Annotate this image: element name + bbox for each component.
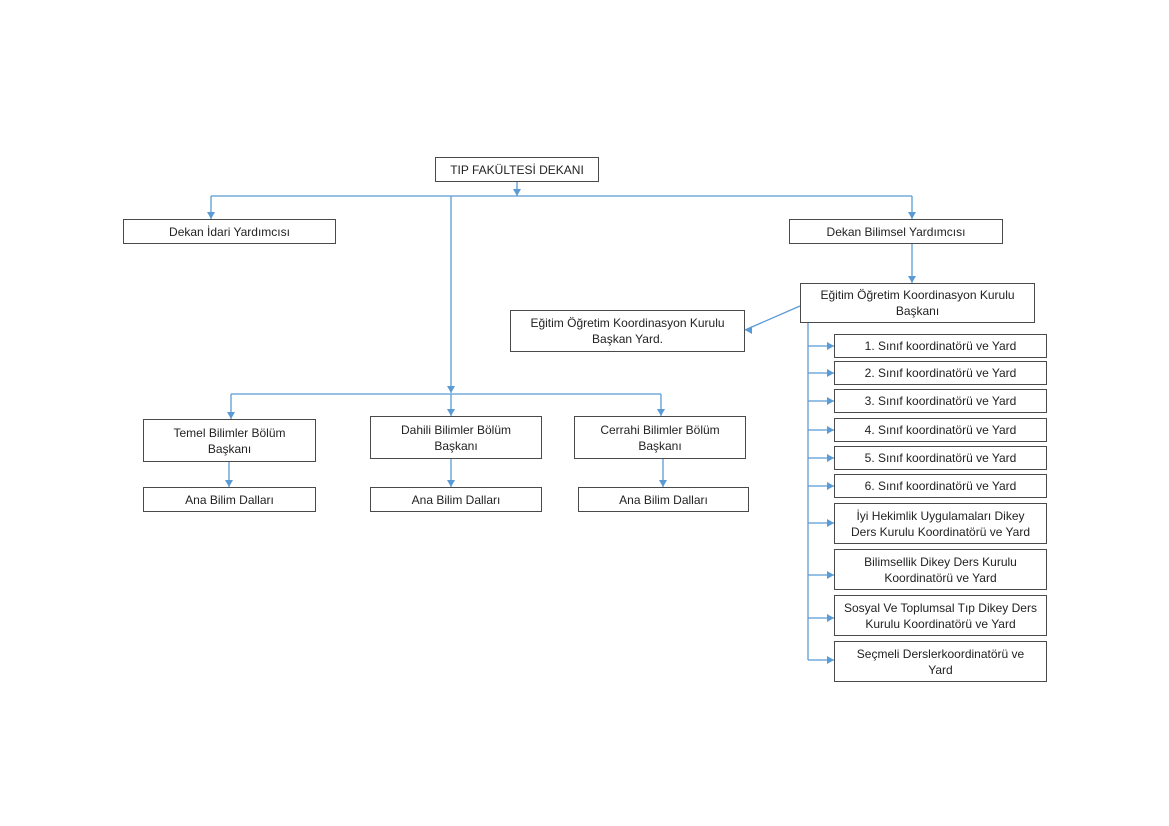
arrowhead bbox=[447, 409, 455, 416]
basic-sci-depts-box: Ana Bilim Dalları bbox=[143, 487, 316, 512]
arrowhead bbox=[659, 480, 667, 487]
coordinator-label: 3. Sınıf koordinatörü ve Yard bbox=[864, 394, 1017, 408]
surgical-sci-depts-label: Ana Bilim Dalları bbox=[619, 492, 708, 507]
internal-sci-head-box: Dahili Bilimler Bölüm Başkanı bbox=[370, 416, 542, 459]
arrowhead bbox=[908, 276, 916, 283]
basic-sci-head-box: Temel Bilimler Bölüm Başkanı bbox=[143, 419, 316, 462]
arrowhead bbox=[227, 412, 235, 419]
basic-sci-depts-label: Ana Bilim Dalları bbox=[185, 492, 274, 507]
coordinator-box: Bilimsellik Dikey Ders Kurulu Koordinatö… bbox=[834, 549, 1047, 590]
arrowhead bbox=[745, 326, 752, 334]
arrowhead bbox=[908, 212, 916, 219]
admin-vice-dean-box: Dekan İdari Yardımcısı bbox=[123, 219, 336, 244]
edu-board-head-box: Eğitim Öğretim Koordinasyon Kurulu Başka… bbox=[800, 283, 1035, 323]
science-vice-dean-box: Dekan Bilimsel Yardımcısı bbox=[789, 219, 1003, 244]
arrowhead bbox=[827, 426, 834, 434]
arrowhead bbox=[447, 480, 455, 487]
coordinator-box: Seçmeli Derslerkoordinatörü ve Yard bbox=[834, 641, 1047, 682]
arrowhead bbox=[827, 342, 834, 350]
basic-sci-head-label: Temel Bilimler Bölüm Başkanı bbox=[173, 425, 286, 456]
arrowhead bbox=[827, 614, 834, 622]
edu-board-vice-label: Eğitim Öğretim Koordinasyon Kurulu Başka… bbox=[530, 316, 725, 346]
coordinator-label: 4. Sınıf koordinatörü ve Yard bbox=[864, 423, 1017, 437]
coordinator-label: İyi Hekimlik Uygulamaları Dikey Ders Kur… bbox=[851, 508, 1030, 539]
coordinator-label: 6. Sınıf koordinatörü ve Yard bbox=[864, 479, 1017, 493]
arrowhead bbox=[513, 189, 521, 196]
arrowhead bbox=[225, 480, 233, 487]
internal-sci-depts-box: Ana Bilim Dalları bbox=[370, 487, 542, 512]
internal-sci-depts-label: Ana Bilim Dalları bbox=[411, 492, 501, 507]
dean-label: TIP FAKÜLTESİ DEKANI bbox=[450, 162, 584, 177]
arrowhead bbox=[447, 386, 455, 393]
arrowhead bbox=[827, 571, 834, 579]
coordinator-label: Sosyal Ve Toplumsal Tıp Dikey Ders Kurul… bbox=[844, 600, 1037, 631]
board-vice-connector bbox=[744, 305, 801, 331]
dean-box: TIP FAKÜLTESİ DEKANI bbox=[435, 157, 599, 182]
arrowhead bbox=[657, 409, 665, 416]
arrowhead bbox=[827, 519, 834, 527]
coordinator-box: 2. Sınıf koordinatörü ve Yard bbox=[834, 361, 1047, 385]
arrowhead bbox=[827, 656, 834, 664]
coordinator-box: 5. Sınıf koordinatörü ve Yard bbox=[834, 446, 1047, 470]
arrowhead bbox=[827, 454, 834, 462]
coordinator-label: Seçmeli Derslerkoordinatörü ve Yard bbox=[856, 646, 1025, 677]
science-vice-dean-label: Dekan Bilimsel Yardımcısı bbox=[826, 224, 966, 239]
coordinator-box: 6. Sınıf koordinatörü ve Yard bbox=[834, 474, 1047, 498]
coordinator-box: İyi Hekimlik Uygulamaları Dikey Ders Kur… bbox=[834, 503, 1047, 544]
internal-sci-head-label: Dahili Bilimler Bölüm Başkanı bbox=[400, 422, 512, 453]
coordinator-box: 4. Sınıf koordinatörü ve Yard bbox=[834, 418, 1047, 442]
coordinator-label: 2. Sınıf koordinatörü ve Yard bbox=[864, 366, 1017, 380]
surgical-sci-head-label: Cerrahi Bilimler Bölüm Başkanı bbox=[600, 422, 720, 453]
coordinator-label: 1. Sınıf koordinatörü ve Yard bbox=[864, 339, 1017, 353]
arrowhead bbox=[207, 212, 215, 219]
coordinator-box: Sosyal Ve Toplumsal Tıp Dikey Ders Kurul… bbox=[834, 595, 1047, 636]
coordinator-box: 1. Sınıf koordinatörü ve Yard bbox=[834, 334, 1047, 358]
arrowhead bbox=[827, 482, 834, 490]
surgical-sci-depts-box: Ana Bilim Dalları bbox=[578, 487, 749, 512]
surgical-sci-head-box: Cerrahi Bilimler Bölüm Başkanı bbox=[574, 416, 746, 459]
coordinator-label: Bilimsellik Dikey Ders Kurulu Koordinatö… bbox=[864, 554, 1017, 585]
arrowhead bbox=[827, 397, 834, 405]
coordinator-box: 3. Sınıf koordinatörü ve Yard bbox=[834, 389, 1047, 413]
arrowhead bbox=[827, 369, 834, 377]
edu-board-vice-box: Eğitim Öğretim Koordinasyon Kurulu Başka… bbox=[510, 310, 745, 352]
edu-board-head-label: Eğitim Öğretim Koordinasyon Kurulu Başka… bbox=[820, 288, 1015, 318]
coordinator-label: 5. Sınıf koordinatörü ve Yard bbox=[864, 451, 1017, 465]
admin-vice-dean-label: Dekan İdari Yardımcısı bbox=[169, 224, 290, 239]
